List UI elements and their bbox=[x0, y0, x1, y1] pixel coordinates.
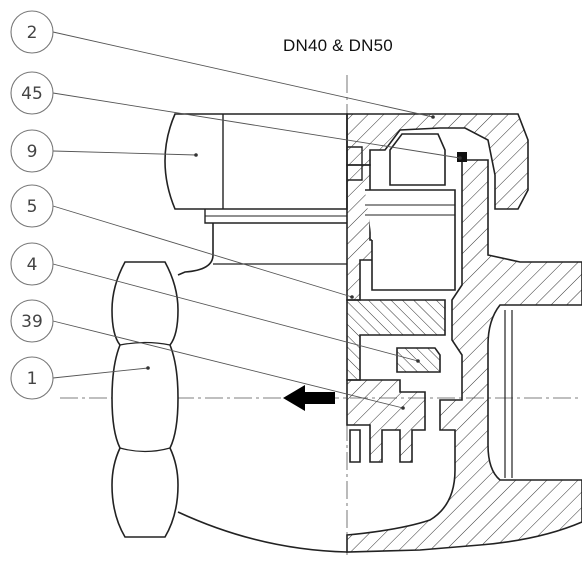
leader-4 bbox=[52, 263, 419, 362]
section-view bbox=[346, 113, 582, 553]
callout-label-2: 2 bbox=[27, 23, 38, 43]
leader-5 bbox=[52, 205, 353, 298]
balloon-4 bbox=[10, 242, 54, 286]
callout-balloons bbox=[10, 10, 54, 400]
balloon-9 bbox=[10, 129, 54, 173]
cap-insert bbox=[389, 133, 446, 186]
callout-label-5: 5 bbox=[27, 197, 38, 217]
exterior-view bbox=[111, 113, 363, 553]
leader-dots bbox=[146, 115, 462, 410]
callout-label-9: 9 bbox=[27, 142, 38, 162]
leader-39 bbox=[52, 320, 404, 409]
bonnet-section bbox=[346, 113, 529, 210]
flow-arrow bbox=[283, 385, 335, 411]
callout-labels: 2 45 9 5 4 39 1 bbox=[21, 23, 43, 389]
gasket bbox=[457, 152, 467, 162]
callout-label-45: 45 bbox=[21, 84, 43, 104]
callout-label-4: 4 bbox=[27, 255, 38, 275]
balloon-45 bbox=[10, 71, 54, 115]
body-left-hex-end bbox=[111, 261, 179, 538]
leader-2 bbox=[52, 31, 434, 118]
leader-lines bbox=[52, 31, 461, 409]
balloon-5 bbox=[10, 184, 54, 228]
bonnet-hex-nut bbox=[164, 113, 348, 210]
body-lower-outline bbox=[177, 511, 348, 553]
balloon-1 bbox=[10, 356, 54, 400]
drawing-title: DN40 & DN50 bbox=[283, 36, 393, 55]
balloon-39 bbox=[10, 299, 54, 343]
leader-9 bbox=[52, 150, 197, 156]
seat-ring bbox=[346, 379, 426, 463]
leader-45 bbox=[52, 92, 461, 159]
bonnet-neck bbox=[204, 209, 347, 224]
callout-label-39: 39 bbox=[21, 312, 43, 332]
body-right-wall bbox=[346, 159, 582, 553]
balloon-2 bbox=[10, 10, 54, 54]
callout-label-1: 1 bbox=[27, 369, 38, 389]
leader-1 bbox=[52, 367, 149, 379]
